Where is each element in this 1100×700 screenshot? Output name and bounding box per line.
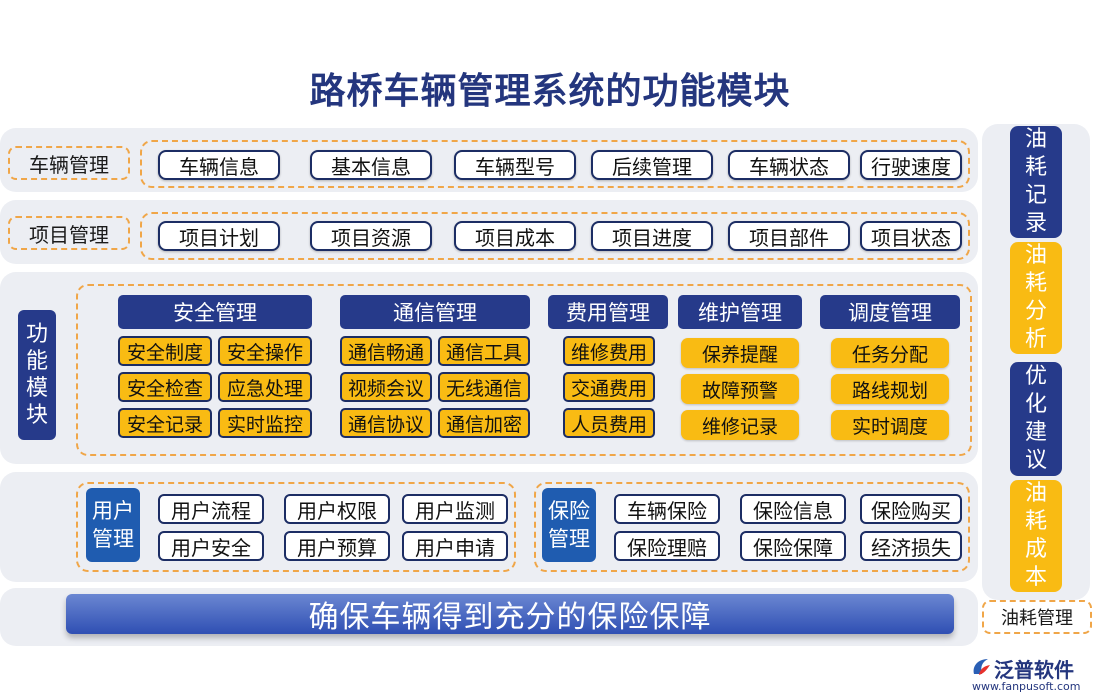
- maintenance-item[interactable]: 维修记录: [681, 410, 799, 440]
- safety-item[interactable]: 实时监控: [218, 408, 312, 438]
- insurance-item[interactable]: 保险理赔: [614, 531, 720, 561]
- user-item[interactable]: 用户流程: [158, 494, 264, 524]
- fuel-cost-block[interactable]: 油耗成本: [1010, 480, 1062, 592]
- insurance-item[interactable]: 保险购买: [860, 494, 962, 524]
- user-item[interactable]: 用户权限: [284, 494, 390, 524]
- group-header-maintenance[interactable]: 维护管理: [678, 295, 802, 329]
- vehicle-item[interactable]: 行驶速度: [860, 150, 962, 180]
- fuel-record-text: 油耗记录: [1024, 127, 1047, 236]
- vehicle-item[interactable]: 车辆型号: [454, 150, 576, 180]
- brand-logo: 泛普软件 www.fanpusoft.com: [970, 654, 1096, 696]
- fuel-analysis-block[interactable]: 油耗分析: [1010, 242, 1062, 354]
- page-title: 路桥车辆管理系统的功能模块: [309, 70, 791, 112]
- brand-name: 泛普软件: [994, 658, 1074, 682]
- cost-item[interactable]: 维修费用: [563, 336, 655, 366]
- fuel-cost-text: 油耗成本: [1024, 481, 1047, 590]
- fuel-management-label[interactable]: 油耗管理: [982, 600, 1092, 634]
- dispatch-item[interactable]: 路线规划: [831, 374, 949, 404]
- function-groups-frame: [76, 284, 972, 456]
- safety-item[interactable]: 应急处理: [218, 372, 312, 402]
- group-header-dispatch[interactable]: 调度管理: [820, 295, 960, 329]
- fuel-record-block[interactable]: 油耗记录: [1010, 126, 1062, 238]
- project-item[interactable]: 项目资源: [310, 221, 432, 251]
- brand-logo-icon: [973, 659, 990, 675]
- dispatch-item[interactable]: 任务分配: [831, 338, 949, 368]
- group-header-communication[interactable]: 通信管理: [340, 295, 530, 329]
- safety-item[interactable]: 安全制度: [118, 336, 212, 366]
- function-module-label-text: 功能模块: [25, 322, 48, 428]
- communication-item[interactable]: 视频会议: [340, 372, 432, 402]
- communication-item[interactable]: 通信加密: [438, 408, 530, 438]
- project-item[interactable]: 项目状态: [860, 221, 962, 251]
- project-category-label[interactable]: 项目管理: [8, 216, 130, 250]
- project-item[interactable]: 项目部件: [728, 221, 850, 251]
- optimization-advice-block[interactable]: 优化建议: [1010, 362, 1062, 476]
- insurance-item[interactable]: 保险信息: [740, 494, 846, 524]
- user-frame: [76, 482, 516, 572]
- insurance-management-label[interactable]: 保险管理: [542, 488, 596, 562]
- insurance-frame: [534, 482, 970, 572]
- safety-item[interactable]: 安全记录: [118, 408, 212, 438]
- user-item[interactable]: 用户安全: [158, 531, 264, 561]
- cost-item[interactable]: 交通费用: [563, 372, 655, 402]
- insurance-management-label-text: 保险管理: [548, 499, 590, 551]
- maintenance-item[interactable]: 保养提醒: [681, 338, 799, 368]
- project-items-frame: [140, 212, 970, 260]
- project-item[interactable]: 项目成本: [454, 221, 576, 251]
- project-item[interactable]: 项目进度: [591, 221, 713, 251]
- insurance-item[interactable]: 保险保障: [740, 531, 846, 561]
- maintenance-item[interactable]: 故障预警: [681, 374, 799, 404]
- safety-item[interactable]: 安全操作: [218, 336, 312, 366]
- group-header-safety[interactable]: 安全管理: [118, 295, 312, 329]
- vehicle-items-frame: [140, 140, 970, 188]
- user-management-label[interactable]: 用户管理: [86, 488, 140, 562]
- insurance-item[interactable]: 车辆保险: [614, 494, 720, 524]
- cost-item[interactable]: 人员费用: [563, 408, 655, 438]
- communication-item[interactable]: 通信协议: [340, 408, 432, 438]
- insurance-item[interactable]: 经济损失: [860, 531, 962, 561]
- user-insurance-band: [0, 472, 978, 582]
- communication-item[interactable]: 无线通信: [438, 372, 530, 402]
- user-item[interactable]: 用户申请: [402, 531, 508, 561]
- optimization-advice-text: 优化建议: [1024, 364, 1047, 473]
- insurance-banner: 确保车辆得到充分的保险保障: [66, 594, 954, 635]
- dispatch-item[interactable]: 实时调度: [831, 410, 949, 440]
- user-item[interactable]: 用户预算: [284, 531, 390, 561]
- group-header-cost[interactable]: 费用管理: [548, 295, 668, 329]
- fuel-analysis-text: 油耗分析: [1024, 243, 1047, 352]
- vehicle-item[interactable]: 基本信息: [310, 150, 432, 180]
- vehicle-category-label[interactable]: 车辆管理: [8, 146, 130, 180]
- communication-item[interactable]: 通信工具: [438, 336, 530, 366]
- user-item[interactable]: 用户监测: [402, 494, 508, 524]
- vehicle-item[interactable]: 后续管理: [591, 150, 713, 180]
- function-module-label[interactable]: 功能模块: [18, 310, 56, 440]
- brand-url: www.fanpusoft.com: [972, 680, 1081, 693]
- vehicle-item[interactable]: 车辆状态: [728, 150, 850, 180]
- vehicle-item[interactable]: 车辆信息: [158, 150, 280, 180]
- project-item[interactable]: 项目计划: [158, 221, 280, 251]
- communication-item[interactable]: 通信畅通: [340, 336, 432, 366]
- user-management-label-text: 用户管理: [92, 499, 134, 551]
- safety-item[interactable]: 安全检查: [118, 372, 212, 402]
